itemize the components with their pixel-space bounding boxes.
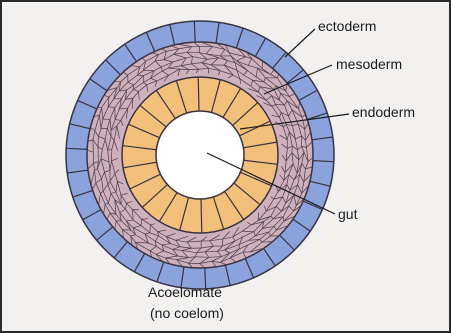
mesoderm-label: mesoderm	[336, 56, 402, 72]
endoderm-cell-wall	[198, 77, 199, 111]
endoderm-cell-wall	[201, 199, 202, 233]
ectoderm-leader	[285, 29, 315, 57]
gut-lumen	[156, 111, 244, 199]
gut-label: gut	[338, 206, 358, 222]
ectoderm-label: ectoderm	[318, 18, 376, 34]
caption-subtitle: (no coelom)	[150, 305, 224, 321]
endoderm-label: endoderm	[352, 104, 415, 120]
caption-title: Acoelomate	[148, 284, 222, 300]
